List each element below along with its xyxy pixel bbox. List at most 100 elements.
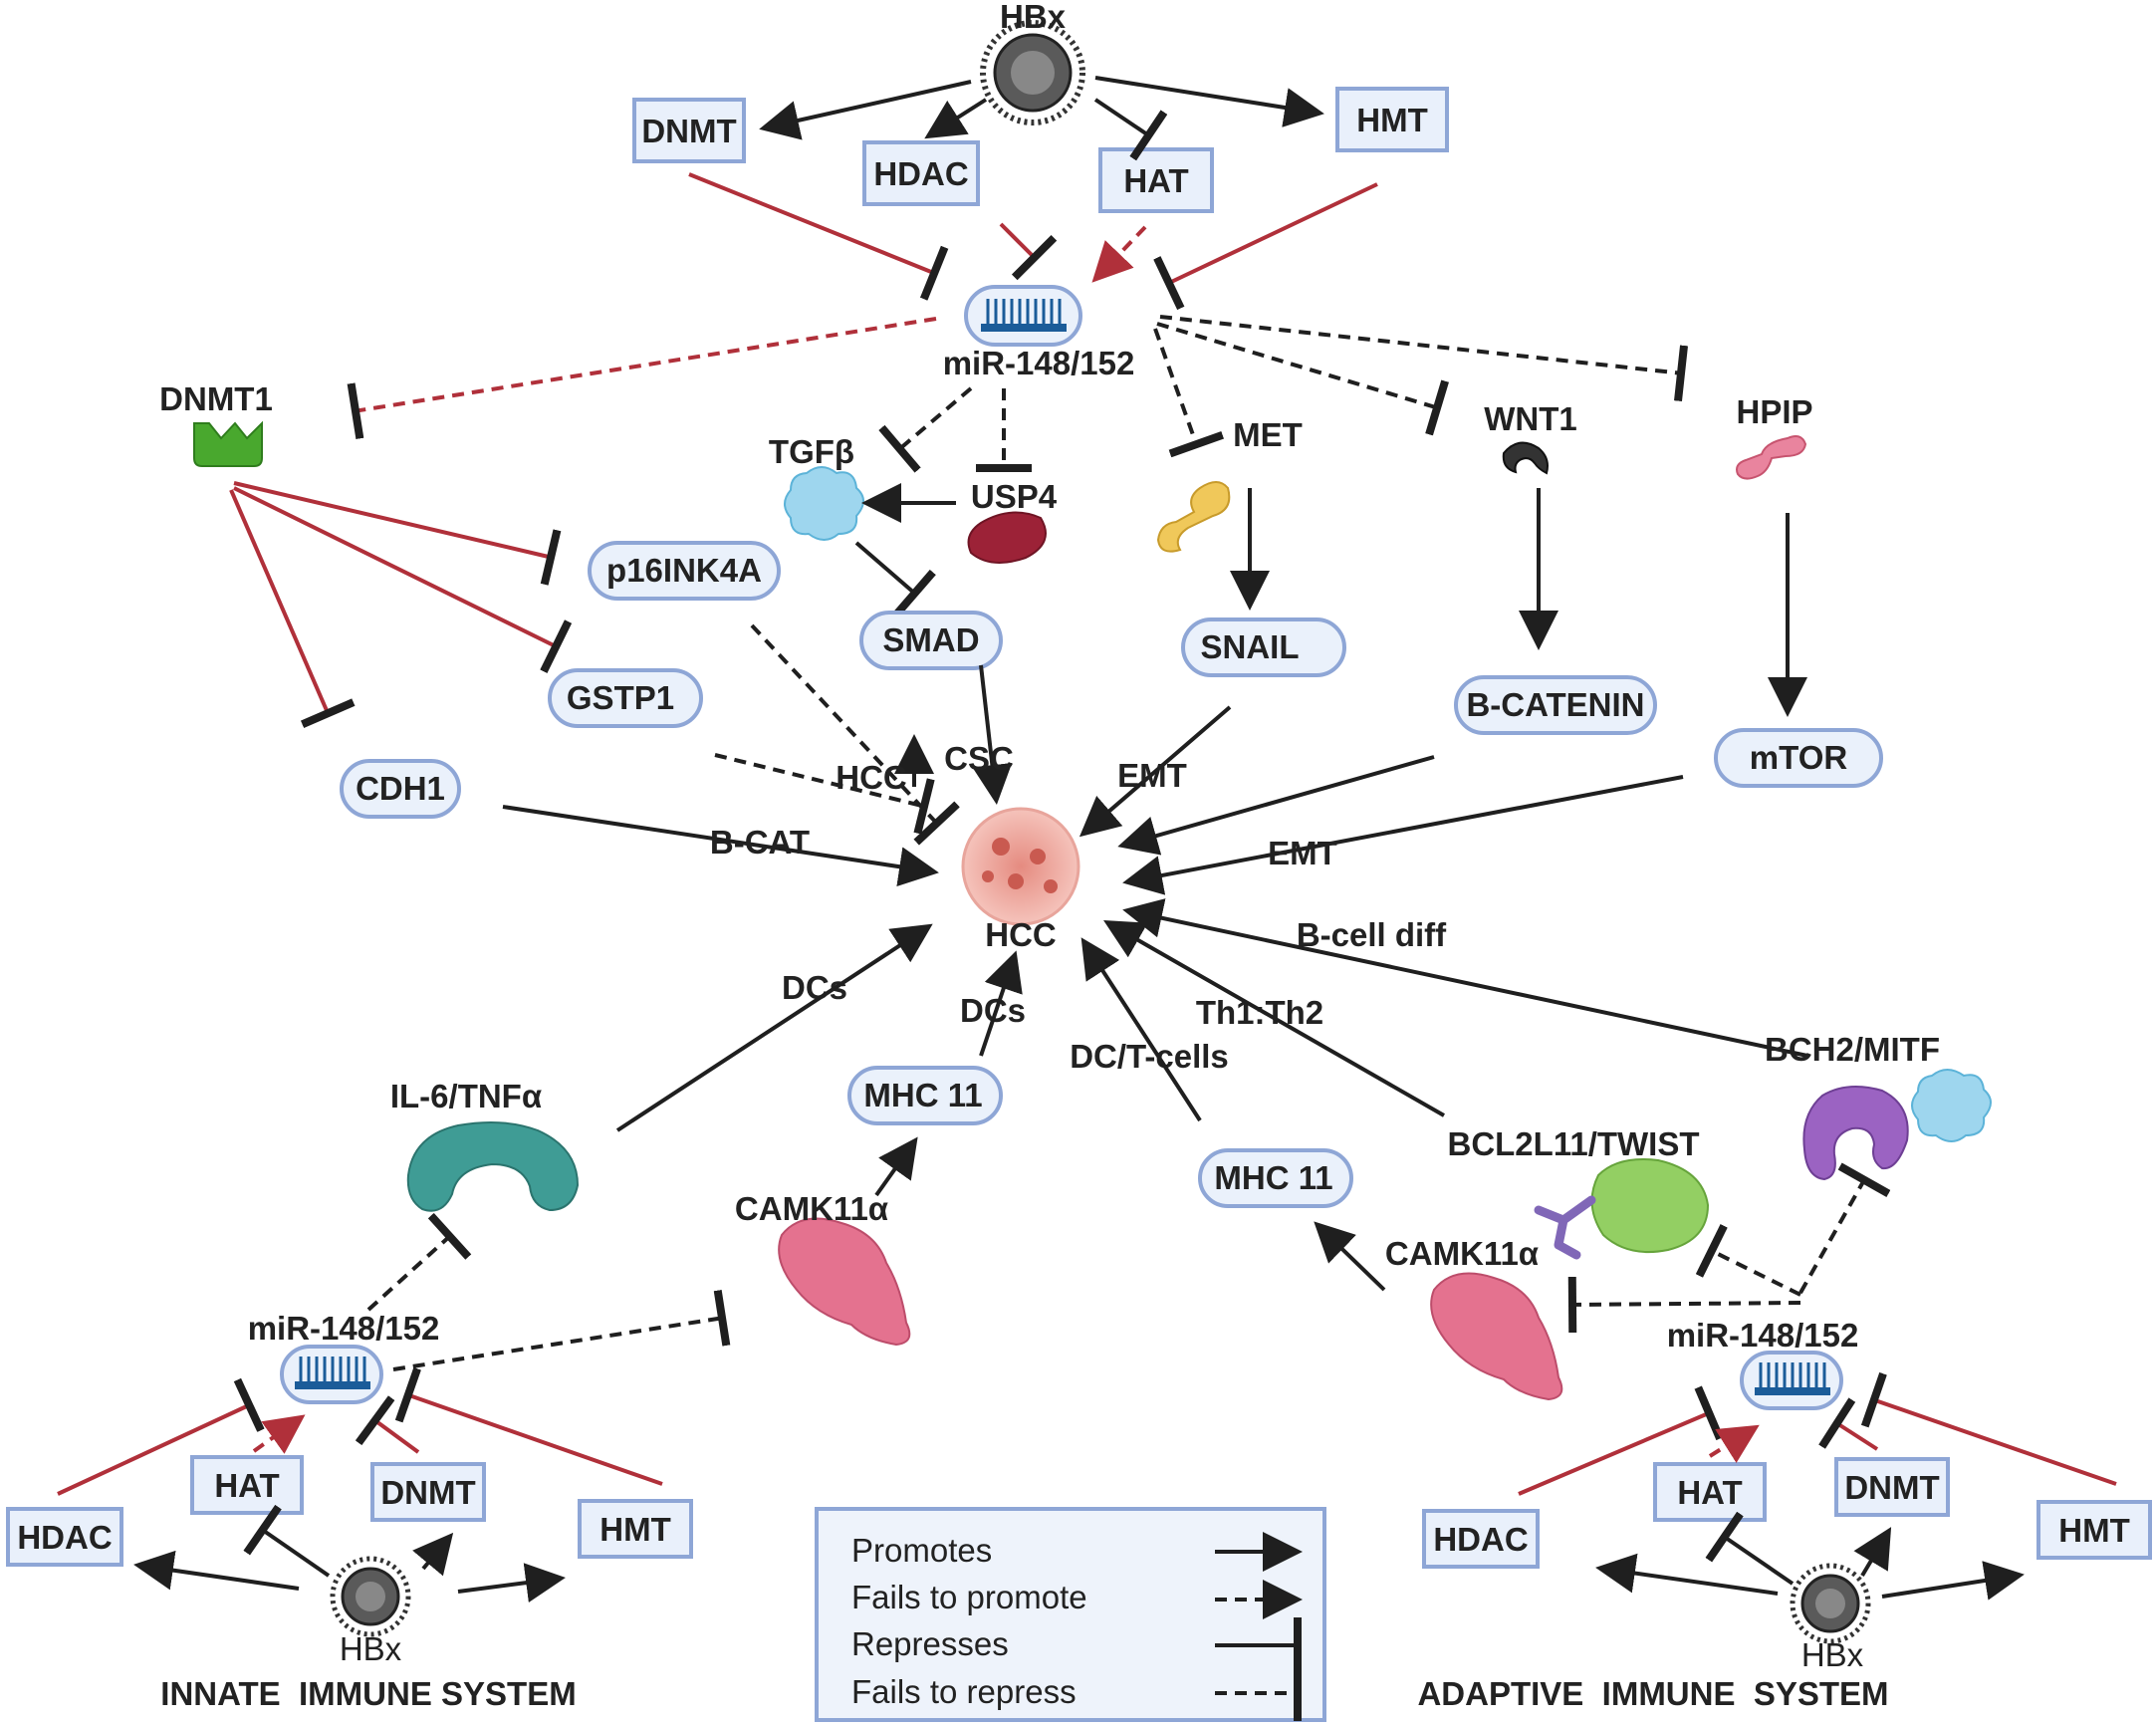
camk11a-left-label: CAMK11α (735, 1190, 888, 1227)
hdac-top-node: HDAC (862, 140, 980, 206)
edge-hbx-hdac (924, 98, 988, 139)
edge-p16-hcc (750, 623, 960, 846)
gstp1-label: GSTP1 (567, 679, 674, 716)
edge-hbxright-hdac (1595, 1553, 1779, 1596)
edge-dnmt1-p16 (233, 481, 562, 586)
edge-hbxright-hmt (1881, 1561, 2025, 1601)
dnmt-left-label: DNMT (380, 1474, 475, 1511)
edge-hmtright-mirright (1860, 1371, 2117, 1486)
edge-mirright-camk (1567, 1276, 1801, 1334)
edge-mhcright-hcc (1080, 937, 1202, 1122)
edge-label-csc: CSC (944, 740, 1014, 777)
edge-hbxleft-hdac (133, 1550, 300, 1591)
edge-hdac-mir (999, 222, 1058, 281)
hbx-right-label: HBx (1801, 1636, 1864, 1673)
edge-label-bcat: B-CAT (710, 824, 810, 861)
edge-hmtleft-mirleft (394, 1366, 663, 1486)
mir148-right-node: miR-148/152 (1667, 1317, 1858, 1410)
edge-hbxright-dnmt (1853, 1527, 1892, 1578)
edge-hbxright-hat (1705, 1511, 1795, 1586)
mir148-left-label: miR-148/152 (248, 1310, 440, 1347)
edge-mhcleft-hcc (979, 950, 1023, 1057)
bch2-mitf-label: BCH2/MITF (1765, 1031, 1940, 1068)
smad-label: SMAD (882, 621, 979, 658)
mhc11-left-node: MHC 11 (847, 1066, 1003, 1125)
edge-camkleft-mhcleft (874, 1136, 918, 1197)
tgfb-protein: TGFβ (769, 433, 864, 541)
hat-right-label: HAT (1677, 1474, 1742, 1511)
edge-il6-hcc (615, 923, 933, 1132)
mir148-top-node: miR-148/152 (943, 285, 1135, 381)
cdh1-label: CDH1 (356, 770, 445, 807)
hmt-left-label: HMT (599, 1511, 670, 1548)
wnt1-label: WNT1 (1484, 400, 1577, 437)
edge-dnmtleft-mirleft (355, 1395, 420, 1454)
gstp1-node: GSTP1 (548, 668, 703, 728)
hdac-left-node: HDAC (6, 1507, 123, 1567)
dnmt-top-node: DNMT (632, 98, 746, 163)
dnmt1-label: DNMT1 (159, 380, 273, 417)
edge-mir-wnt1 (1156, 322, 1449, 436)
edge-hatright-mirright (1708, 1424, 1760, 1463)
usp4-protein: USP4 (967, 478, 1058, 564)
edge-label-hcc-small: HCC (836, 759, 907, 796)
edge-mir-met (1153, 328, 1225, 458)
bcatenin-node: B-CATENIN (1454, 675, 1657, 735)
hmt-right-label: HMT (2058, 1512, 2129, 1549)
p16ink4a-node: p16INK4A (588, 541, 781, 601)
edge-mirleft-il6 (366, 1212, 472, 1312)
dnmt-right-node: DNMT (1834, 1457, 1950, 1517)
edge-tgfb-smad (854, 541, 936, 617)
wnt1-protein: WNT1 (1484, 400, 1577, 475)
edge-gstp1-hcc (714, 753, 935, 835)
legend-represses-label: Represses (851, 1625, 1009, 1662)
hat-left-label: HAT (214, 1467, 279, 1504)
edge-hbxleft-dnmt (412, 1532, 454, 1577)
p16ink4a-label: p16INK4A (606, 552, 762, 589)
dnmt1-protein: DNMT1 (159, 380, 273, 467)
edge-mtor-hcc (1122, 775, 1684, 895)
edge-mirright-bch2 (1798, 1162, 1891, 1294)
edge-hbx-hat (1093, 98, 1168, 161)
edge-hbx-hmt (1094, 76, 1324, 127)
edge-mir-hpip (1159, 315, 1689, 402)
hmt-top-node: HMT (1335, 87, 1449, 152)
hcc-center-label: HCC (985, 916, 1057, 953)
edge-label-bcell-diff: B-cell diff (1297, 916, 1447, 953)
legend-fails-repress-label: Fails to repress (851, 1673, 1077, 1710)
legend-promotes-label: Promotes (851, 1532, 992, 1569)
edge-hatleft-mirleft (252, 1414, 306, 1454)
usp4-label: USP4 (971, 478, 1058, 515)
camk11a-right-label: CAMK11α (1385, 1235, 1539, 1272)
snail-label: SNAIL (1201, 628, 1300, 665)
bcl2l11-twist-label: BCL2L11/TWIST (1447, 1125, 1699, 1162)
edge-dnmt1-gstp1 (233, 486, 573, 674)
hbx-top-label: HBx (1000, 0, 1067, 35)
edge-mir-dnmt1 (347, 317, 937, 439)
tgfb-label: TGFβ (769, 433, 854, 470)
edge-label-emt-right: EMT (1268, 835, 1337, 871)
edge-bcatenin-hcc (1117, 755, 1435, 856)
edge-label-emt-top: EMT (1117, 757, 1187, 794)
hbx-left-label: HBx (340, 1630, 402, 1667)
edge-hdacleft-mirleft (57, 1377, 265, 1496)
edge-hat-mir (1091, 225, 1147, 283)
mhc11-left-label: MHC 11 (863, 1077, 982, 1113)
mir148-top-label: miR-148/152 (943, 345, 1135, 381)
met-label: MET (1233, 416, 1303, 453)
hbx-virus-left: HBx (330, 1556, 411, 1667)
edge-mirleft-camk (392, 1290, 731, 1371)
edge-mirright-bcl2 (1695, 1224, 1801, 1297)
adaptive-immune-system-title: ADAPTIVE IMMUNE SYSTEM (1417, 1675, 1888, 1712)
edge-hbxleft-hat (243, 1504, 331, 1578)
edge-label-th1th2: Th1:Th2 (1196, 994, 1323, 1031)
camk11a-right-protein: CAMK11α (1385, 1235, 1563, 1401)
edge-camkright-mhcright (1314, 1221, 1386, 1292)
hmt-left-node: HMT (578, 1499, 693, 1559)
edge-snail-hcc (1078, 705, 1232, 838)
edge-hdacright-mirright (1518, 1385, 1724, 1496)
edge-dnmtright-mirright (1818, 1397, 1879, 1451)
mtor-node: mTOR (1714, 728, 1883, 788)
legend-fails-promote-label: Fails to promote (851, 1579, 1087, 1615)
